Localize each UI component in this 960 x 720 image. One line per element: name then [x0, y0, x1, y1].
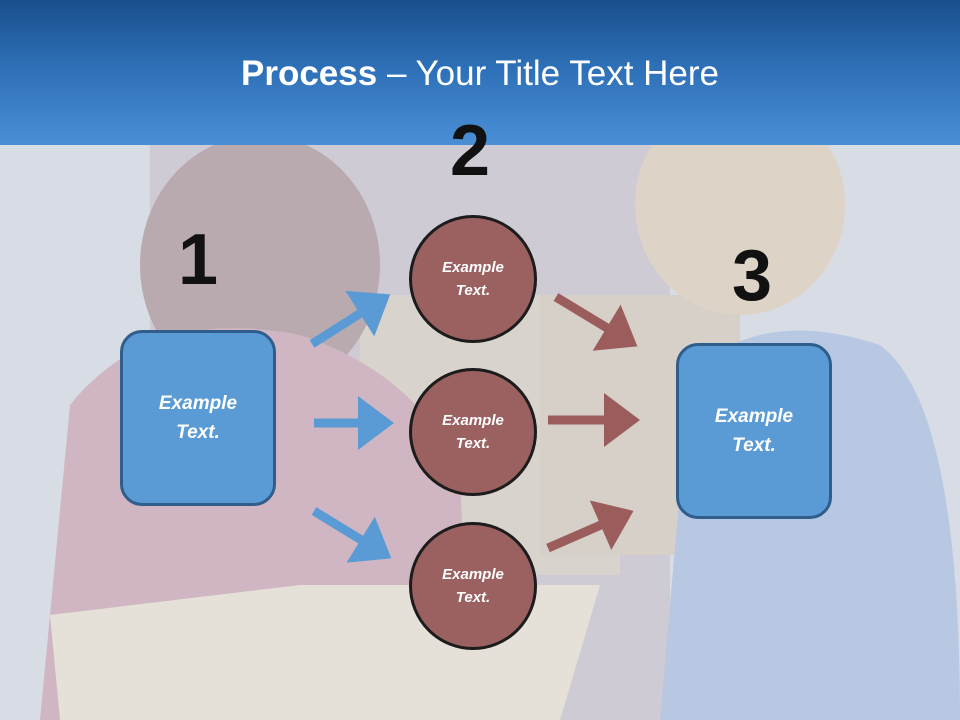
circle-bottom: Example Text.	[409, 522, 537, 650]
title-rest: – Your Title Text Here	[377, 54, 719, 93]
circle-top: Example Text.	[409, 215, 537, 343]
circle-bottom-label: Example Text.	[442, 566, 504, 606]
arrow-left-to-bottom	[311, 507, 392, 563]
circle-middle: Example Text.	[409, 368, 537, 496]
title-bar	[0, 0, 960, 145]
right-text-box: Example Text.	[676, 343, 832, 519]
arrow-bottom-to-right	[546, 500, 634, 553]
arrow-top-to-right	[553, 293, 638, 351]
arrow-left-to-top	[309, 290, 391, 348]
circle-middle-label: Example Text.	[442, 412, 504, 452]
right-text-box-label: Example Text.	[714, 406, 794, 456]
step-number-3: 3	[732, 236, 773, 316]
circle-top-label: Example Text.	[442, 259, 504, 299]
left-text-box-label: Example Text.	[158, 393, 238, 443]
page-title: Process – Your Title Text Here	[0, 52, 960, 96]
step-number-2: 2	[450, 111, 491, 191]
title-bold: Process	[241, 54, 378, 93]
step-number-1: 1	[178, 220, 219, 300]
left-text-box: Example Text.	[120, 330, 276, 506]
